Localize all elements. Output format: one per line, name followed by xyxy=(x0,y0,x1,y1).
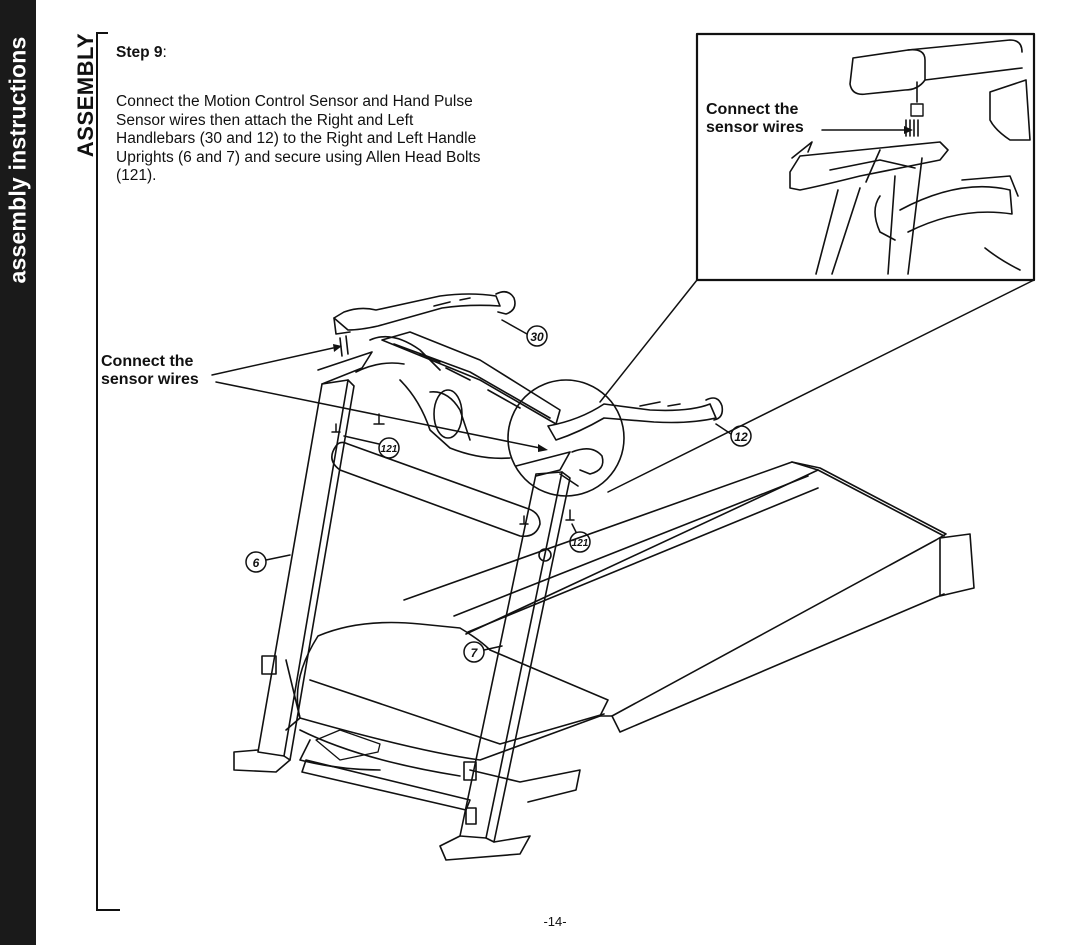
motor-hood xyxy=(285,621,609,811)
step-suffix: : xyxy=(162,44,167,61)
part-label-7: 7 xyxy=(471,646,479,660)
step-label: Step 9 xyxy=(116,44,163,61)
page-number: -14- xyxy=(543,914,567,929)
part-labels: 30 12 121 121 6 7 xyxy=(245,319,752,663)
part-label-6: 6 xyxy=(253,556,260,570)
part-label-30: 30 xyxy=(530,330,544,344)
right-upright xyxy=(439,451,571,861)
left-handlebar xyxy=(333,290,516,373)
section-rule-bottom xyxy=(96,909,120,911)
right-handlebar xyxy=(547,397,724,487)
section-rule xyxy=(96,32,98,910)
callout-line-2: sensor wires xyxy=(101,371,199,388)
step-heading: Step 9: xyxy=(116,44,167,62)
section-rule-top xyxy=(96,32,108,34)
inset-detail xyxy=(695,32,1036,282)
part-label-12: 12 xyxy=(734,430,748,444)
inset-callout-sensor-wires: Connect the sensor wires xyxy=(706,101,804,137)
callout-line-1: Connect the xyxy=(101,353,194,370)
crossbar xyxy=(331,441,541,538)
inset-callout-line-2: sensor wires xyxy=(706,119,804,136)
part-label-121-b: 121 xyxy=(572,538,589,549)
sidebar-band: assembly instructions xyxy=(0,0,36,945)
console xyxy=(381,331,561,460)
part-label-121-a: 121 xyxy=(381,444,398,455)
callout-arrows xyxy=(211,344,548,452)
step-instructions: Connect the Motion Control Sensor and Ha… xyxy=(116,93,481,185)
left-upright xyxy=(233,335,373,773)
inset-callout-line-1: Connect the xyxy=(706,101,799,118)
callout-sensor-wires: Connect the sensor wires xyxy=(101,353,199,389)
running-deck xyxy=(403,461,975,733)
